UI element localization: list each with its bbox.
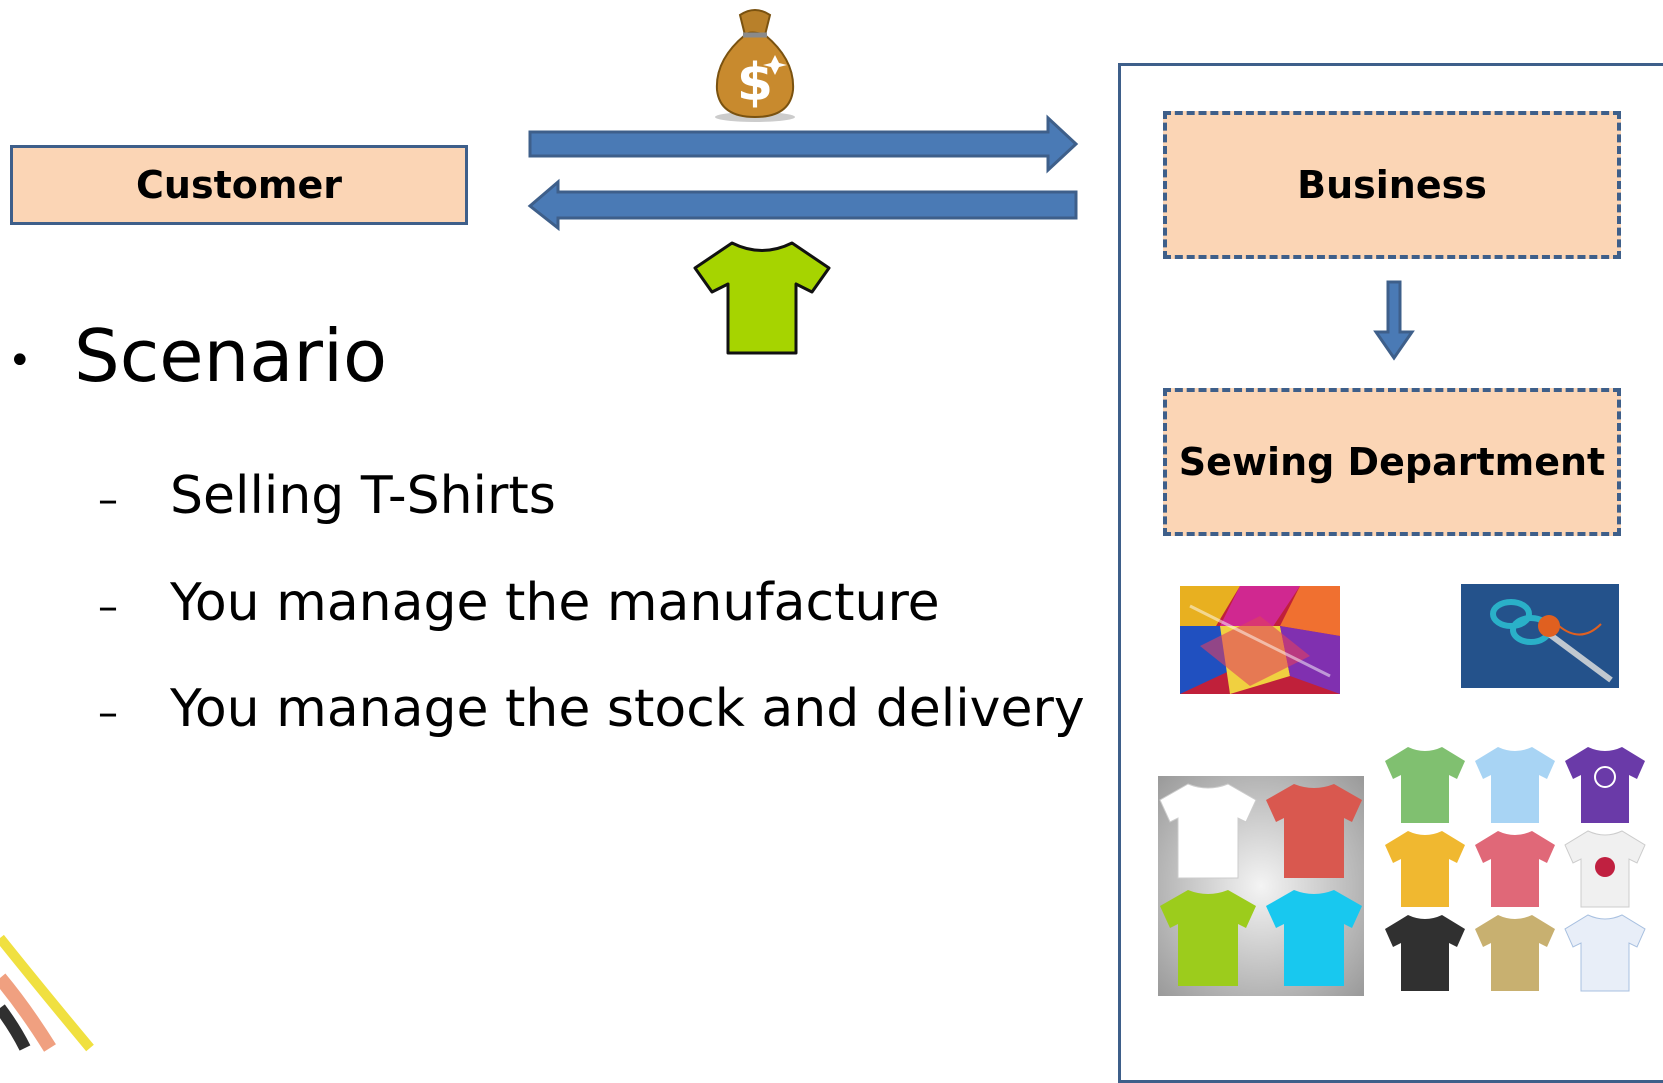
- scenario-item: –You manage the manufacture: [98, 577, 940, 629]
- t-shirt-icon: [693, 241, 831, 355]
- bullet-dot-icon: •: [8, 338, 32, 385]
- business-label: Business: [1297, 163, 1487, 207]
- scenario-item-text: You manage the stock and delivery: [170, 679, 1085, 739]
- payment-arrow: [528, 114, 1079, 174]
- scenario-heading: •Scenario: [8, 320, 387, 392]
- dash-icon: –: [98, 690, 118, 736]
- delivery-arrow: [527, 178, 1078, 232]
- sewing-department-label: Sewing Department: [1178, 440, 1606, 484]
- corner-stripes-decoration: [0, 934, 94, 1052]
- dash-icon: –: [98, 584, 118, 630]
- four-tshirts-image: [1158, 776, 1364, 996]
- customer-box: Customer: [10, 145, 468, 225]
- fabric-image: [1180, 586, 1340, 694]
- scissors-thread-image: [1461, 584, 1619, 688]
- sewing-department-box: Sewing Department: [1163, 388, 1621, 536]
- scenario-item-text: Selling T-Shirts: [170, 466, 556, 526]
- scenario-item: –Selling T-Shirts: [98, 470, 556, 522]
- scenario-item-text: You manage the manufacture: [170, 573, 940, 633]
- down-arrow: [1373, 280, 1415, 361]
- money-bag-icon: $: [715, 9, 795, 122]
- scenario-title: Scenario: [74, 314, 387, 398]
- svg-text:$: $: [737, 53, 773, 113]
- scenario-item: –You manage the stock and delivery: [98, 683, 1085, 735]
- customer-label: Customer: [136, 163, 342, 207]
- dash-icon: –: [98, 477, 118, 523]
- nine-tshirts-image: [1385, 747, 1646, 992]
- business-box: Business: [1163, 111, 1621, 259]
